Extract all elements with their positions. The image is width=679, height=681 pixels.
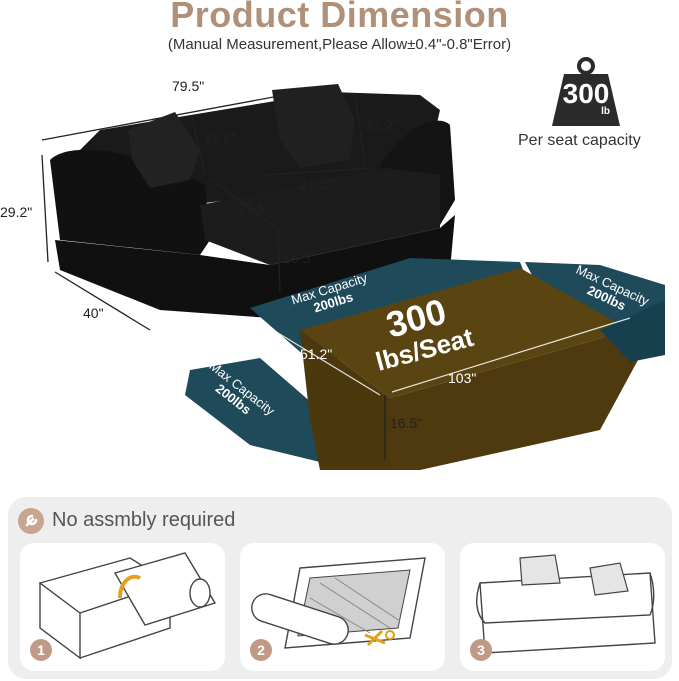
- capacity-unit: lb: [601, 106, 610, 117]
- wrench-icon: [18, 508, 44, 534]
- assembly-step-1: 1: [20, 543, 225, 671]
- weight-badge: 300 lb: [550, 56, 622, 128]
- capacity-caption: Per seat capacity: [518, 132, 641, 149]
- dimension-arm-height: 21.2": [366, 117, 399, 133]
- unwrap-icon: [251, 557, 426, 649]
- unfolded-depth: 51.2": [300, 346, 333, 362]
- unfolded-sofa-illustration: [185, 258, 665, 470]
- unfolded-height: 16.5": [390, 415, 423, 431]
- assembly-title: No assmbly required: [52, 509, 236, 531]
- dimension-depth: 40": [83, 305, 104, 321]
- dimension-height: 29.2": [0, 204, 33, 220]
- step-2-number: 2: [250, 639, 272, 661]
- black-sofa-illustration: [50, 84, 455, 318]
- step-1-number: 1: [30, 639, 52, 661]
- unbox-icon: [38, 552, 217, 660]
- sofa-diagram: [41, 84, 665, 470]
- assembly-step-2: 2: [240, 543, 445, 671]
- page-subtitle: (Manual Measurement,Please Allow±0.4"-0.…: [167, 36, 512, 53]
- step-3-number: 3: [470, 639, 492, 661]
- assembly-step-3: 3: [460, 543, 665, 671]
- dimension-seat-depth: 27.5": [238, 200, 271, 216]
- dimension-seat-width: 21.2": [300, 176, 333, 192]
- dimension-back-height: 13.8": [204, 130, 237, 146]
- page-title: Product Dimension: [170, 0, 509, 35]
- dimension-width: 79.5": [172, 78, 205, 94]
- weight-icon: [552, 57, 620, 126]
- assembled-sofa-icon: [476, 554, 656, 654]
- capacity-value: 300: [562, 78, 610, 109]
- dimension-seat-height: 16.5": [283, 250, 316, 266]
- unfolded-length: 103": [448, 370, 477, 386]
